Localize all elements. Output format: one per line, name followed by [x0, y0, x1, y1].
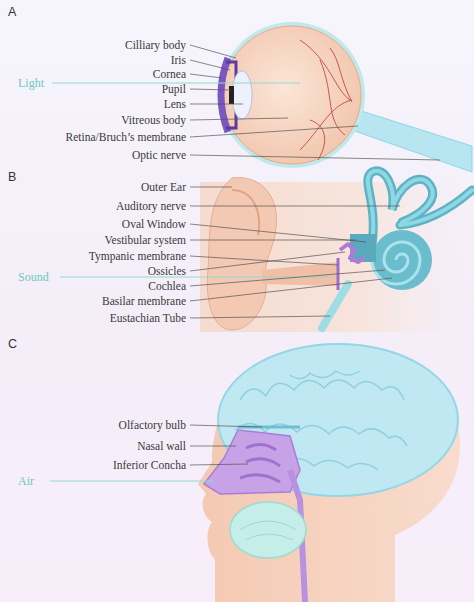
part-label: Cornea: [153, 67, 186, 81]
leader-lines-c: [190, 425, 262, 465]
input-label: Light: [18, 76, 44, 90]
vestibular-canals: [368, 171, 472, 245]
part-label: Oval Window: [122, 217, 186, 231]
olfactory-bulb-shape: [238, 426, 300, 429]
part-label: Vestibular system: [105, 233, 186, 247]
part-label: Inferior Concha: [113, 458, 186, 472]
nasal-cavity: [204, 430, 300, 494]
vestibular-inner: [368, 171, 472, 245]
part-label: Eustachian Tube: [110, 311, 186, 325]
conchae: [240, 444, 280, 482]
panel-letter: C: [8, 337, 17, 351]
tongue-lines: [240, 521, 296, 540]
part-label: Pupil: [162, 82, 186, 96]
input-label: Sound: [18, 270, 49, 284]
part-label: Tympanic membrane: [89, 249, 186, 263]
eustachian-shape: [322, 284, 348, 328]
outer-ear-shape: [207, 178, 276, 330]
part-label: Retina/Bruch’s membrane: [66, 130, 186, 144]
part-label: Vitreous body: [121, 113, 186, 127]
air-flow: [50, 480, 214, 481]
panel-letter: A: [8, 5, 16, 19]
ear-illustration: [60, 171, 474, 332]
part-label: Basilar membrane: [102, 294, 186, 308]
cochlea-shape: [372, 230, 432, 290]
part-label: Ossicles: [148, 264, 186, 278]
ossicles-shape: [340, 244, 364, 262]
mouth-shape: [230, 502, 306, 558]
part-label: Nasal wall: [137, 439, 186, 453]
part-label: Optic nerve: [132, 148, 186, 162]
part-label: Cochlea: [148, 279, 186, 293]
eye-outer-layer: [219, 22, 365, 168]
eye-illustration: [52, 22, 472, 172]
head-illustration: [50, 344, 460, 602]
part-label: Auditory nerve: [116, 199, 186, 213]
pupil-shape: [229, 86, 234, 104]
input-label: Air: [18, 474, 34, 488]
blood-vessels: [300, 40, 352, 160]
ear-canal: [262, 262, 338, 286]
cochlea-spiral: [372, 242, 420, 284]
panel-letter: B: [8, 170, 16, 184]
part-label: Lens: [164, 97, 186, 111]
leader-lines-a: [190, 45, 440, 160]
part-label: Iris: [171, 53, 186, 67]
optic-nerve-shape: [346, 108, 472, 172]
part-label: Cilliary body: [125, 38, 186, 52]
lens-shape: [232, 71, 252, 119]
part-label: Outer Ear: [141, 180, 186, 194]
eyeball: [223, 26, 361, 164]
leader-lines-b: [190, 187, 400, 318]
ear-fold: [232, 190, 259, 235]
part-label: Olfactory bulb: [119, 418, 186, 432]
